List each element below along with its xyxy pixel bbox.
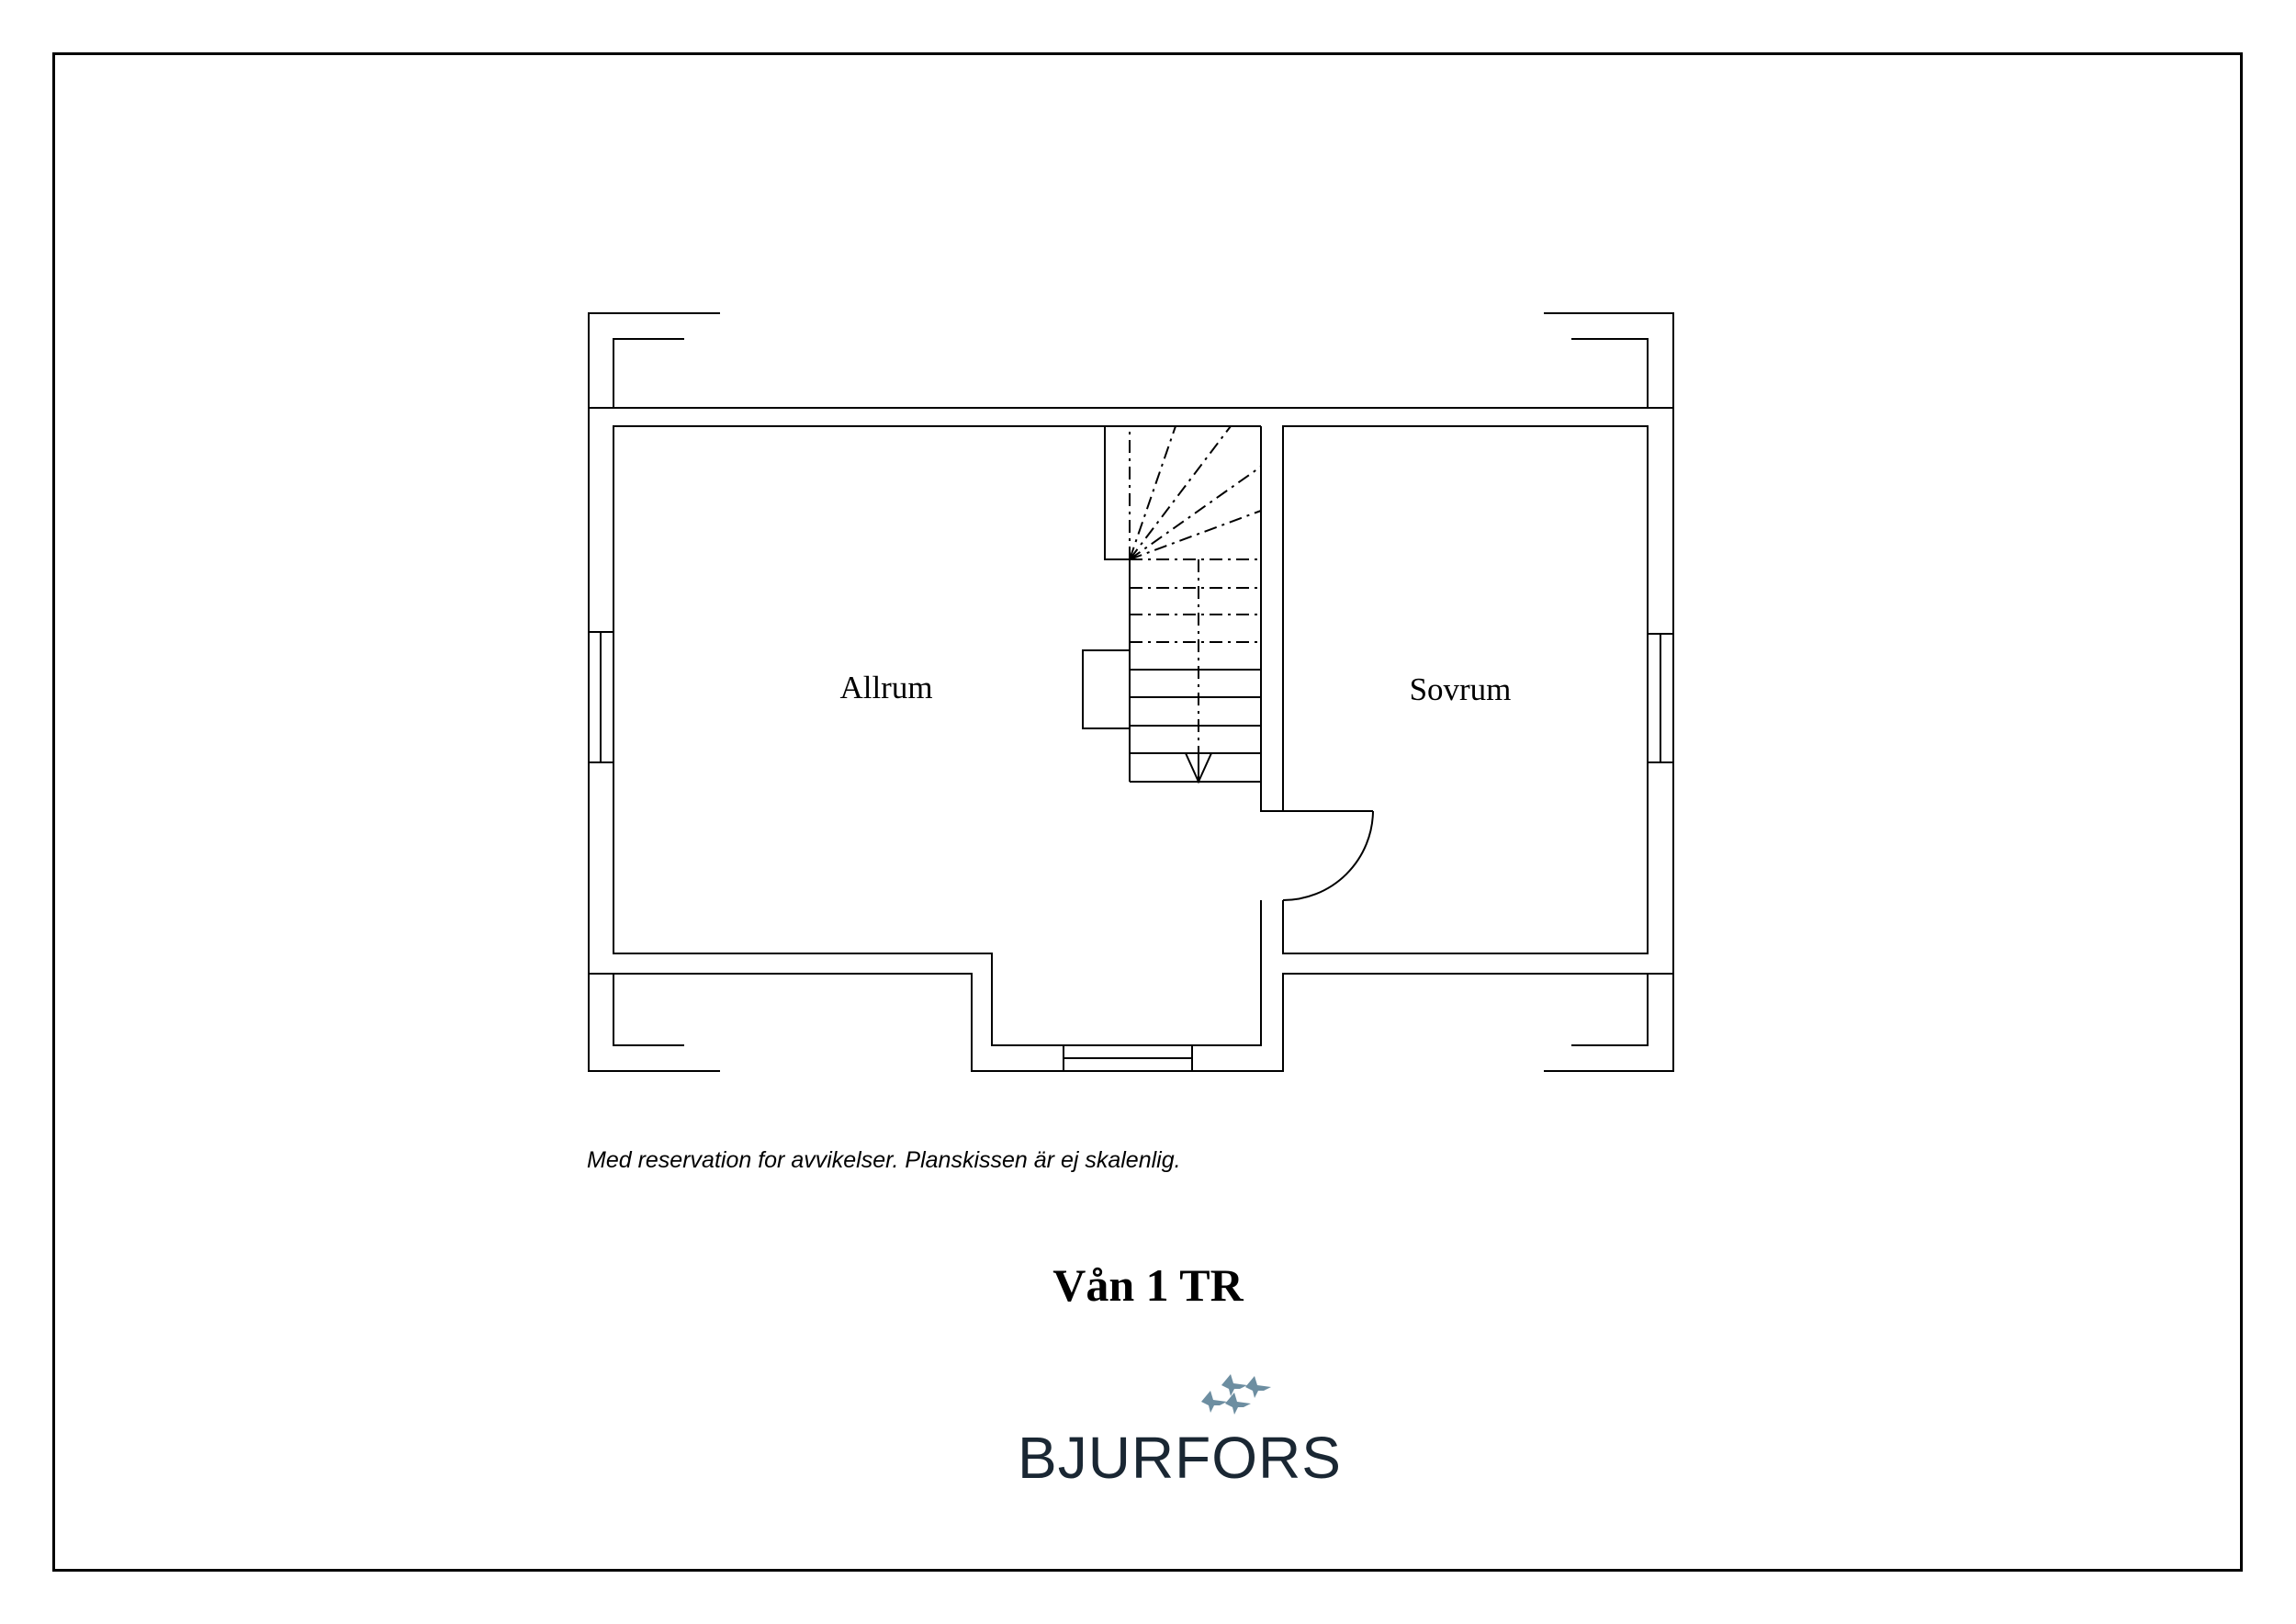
stair-well-wall <box>1260 426 1283 812</box>
bjurfors-logo: BJURFORS <box>1010 1369 1341 1493</box>
allrum-inner-wall <box>1104 425 1261 560</box>
birds-icon <box>1201 1374 1271 1415</box>
stair-arrow <box>1184 752 1213 784</box>
logo-wordmark: BJURFORS <box>1018 1425 1342 1491</box>
floor-title: Vån 1 TR <box>1052 1259 1244 1311</box>
corner-mark-top-right <box>1544 312 1674 408</box>
outer-wall <box>588 407 1674 1072</box>
disclaimer-text: Med reservation for avvikelser. Planskis… <box>587 1147 1181 1173</box>
corner-mark-bottom-right <box>1544 974 1674 1072</box>
page-frame <box>52 52 2243 1572</box>
staircase <box>1129 559 1261 783</box>
corner-mark-top-left <box>588 312 720 408</box>
room-label-allrum: Allrum <box>839 670 932 705</box>
stair-box <box>1082 649 1131 729</box>
allrum-inner-wall-main <box>613 425 1262 1046</box>
door-sovrum <box>1282 810 1374 901</box>
room-label-sovrum: Sovrum <box>1410 671 1512 707</box>
staircase-upper <box>1129 425 1262 753</box>
corner-mark-bottom-left <box>588 974 720 1072</box>
